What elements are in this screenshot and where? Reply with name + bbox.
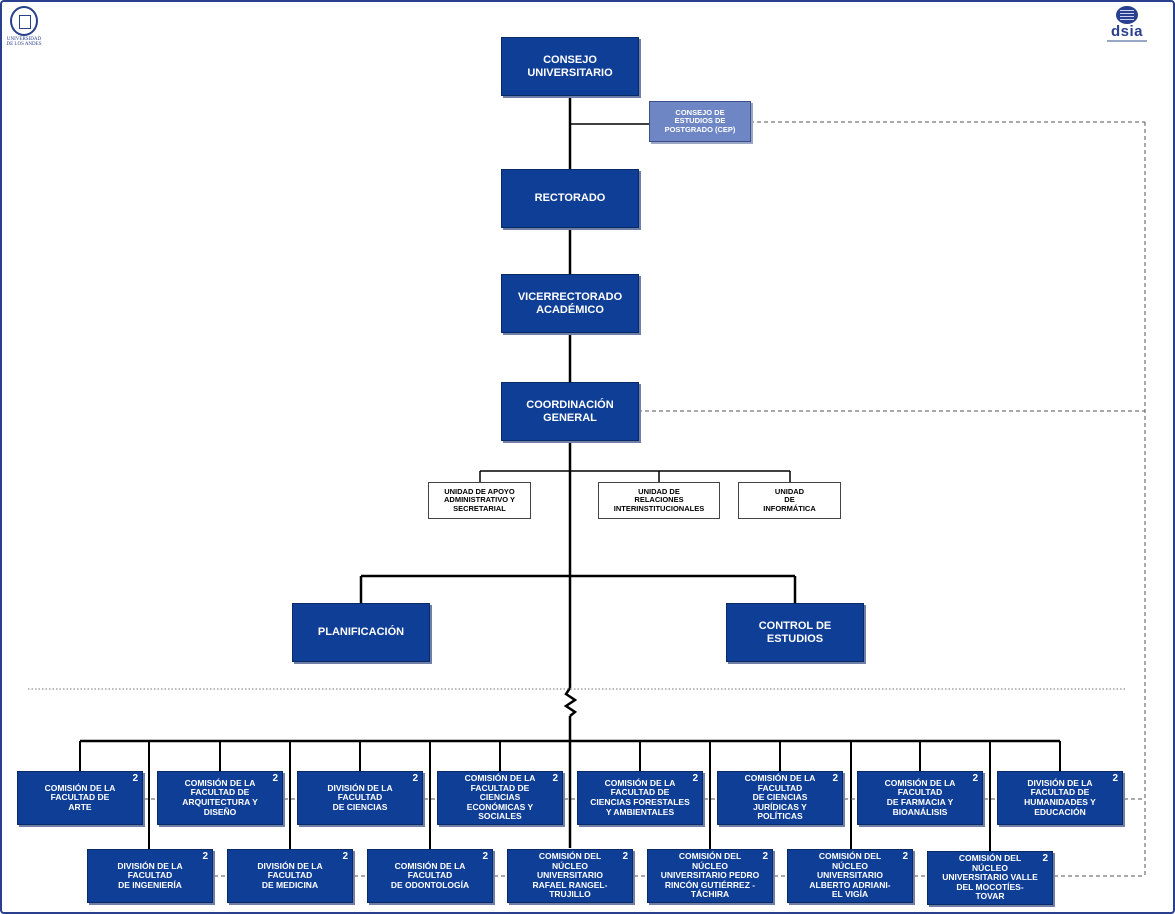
count-badge: 2	[342, 851, 348, 862]
count-badge: 2	[902, 851, 908, 862]
box-label: COMISIÓN DEL NÚCLEO UNIVERSITARIO RAFAEL…	[532, 851, 608, 900]
count-badge: 2	[272, 773, 278, 784]
count-badge: 2	[412, 773, 418, 784]
dsia-logo: dsia	[1103, 6, 1151, 46]
row1-box-forestales: COMISIÓN DE LA FACULTAD DE CIENCIAS FORE…	[577, 771, 703, 825]
box-label: COMISIÓN DE LA FACULTAD DE ARQUITECTURA …	[182, 777, 258, 817]
dsia-underline	[1107, 40, 1147, 42]
ula-logo-text: UNIVERSIDAD DE LOS ANDES	[6, 37, 42, 47]
row2-box-trujillo: COMISIÓN DEL NÚCLEO UNIVERSITARIO RAFAEL…	[507, 849, 633, 903]
count-badge: 2	[202, 851, 208, 862]
count-badge: 2	[972, 773, 978, 784]
count-badge: 2	[762, 851, 768, 862]
row1-box-arquitectura: COMISIÓN DE LA FACULTAD DE ARQUITECTURA …	[157, 771, 283, 825]
unidad-relaciones-box: UNIDAD DE RELACIONES INTERINSTITUCIONALE…	[598, 482, 720, 519]
ula-seal-icon	[10, 6, 38, 36]
planificacion-box: PLANIFICACIÓN	[292, 603, 430, 662]
box-label: COMISIÓN DE LA FACULTAD DE ODONTOLOGÍA	[390, 860, 470, 890]
row2-box-odontologia: COMISIÓN DE LA FACULTAD DE ODONTOLOGÍA 2	[367, 849, 493, 903]
box-label: DIVISIÓN DE LA FACULTAD DE CIENCIAS	[327, 782, 393, 812]
row1-box-humanidades: DIVISIÓN DE LA FACULTAD DE HUMANIDADES Y…	[997, 771, 1123, 825]
unidad-apoyo-box: UNIDAD DE APOYO ADMINISTRATIVO Y SECRETA…	[428, 482, 531, 519]
box-label: COMISIÓN DE LA FACULTAD DE CIENCIAS FORE…	[590, 777, 690, 817]
ula-logo: UNIVERSIDAD DE LOS ANDES	[6, 6, 42, 50]
count-badge: 2	[1042, 853, 1048, 864]
row1-box-ciencias: DIVISIÓN DE LA FACULTAD DE CIENCIAS 2	[297, 771, 423, 825]
box-label: COMISIÓN DE LA FACULTAD DE CIENCIAS ECON…	[464, 773, 536, 822]
box-label: COMISIÓN DE LA FACULTAD DE FARMACIA Y BI…	[884, 777, 956, 817]
box-label: COMISIÓN DE LA FACULTAD DE CIENCIAS JURÍ…	[744, 773, 816, 822]
box-label: COMISIÓN DEL NÚCLEO UNIVERSITARIO PEDRO …	[660, 851, 760, 900]
box-label: COMISIÓN DE LA FACULTAD DE ARTE	[44, 782, 116, 812]
vicerrectorado-box: VICERRECTORADO ACADÉMICO	[501, 274, 639, 333]
box-label: DIVISIÓN DE LA FACULTAD DE HUMANIDADES Y…	[1024, 777, 1096, 817]
count-badge: 2	[552, 773, 558, 784]
count-badge: 2	[832, 773, 838, 784]
box-label: DIVISIÓN DE LA FACULTAD DE MEDICINA	[257, 860, 323, 890]
consejo-universitario-box: CONSEJO UNIVERSITARIO	[501, 37, 639, 96]
unidad-informatica-box: UNIDAD DE INFORMÁTICA	[738, 482, 841, 519]
dsia-logo-text: dsia	[1110, 23, 1143, 40]
row2-box-ingenieria: DIVISIÓN DE LA FACULTAD DE INGENIERÍA 2	[87, 849, 213, 903]
row2-box-tovar: COMISIÓN DEL NÚCLEO UNIVERSITARIO VALLE …	[927, 851, 1053, 905]
box-label: COMISIÓN DEL NÚCLEO UNIVERSITARIO VALLE …	[942, 853, 1038, 902]
count-badge: 2	[482, 851, 488, 862]
box-label: COMISIÓN DEL NÚCLEO UNIVERSITARIO ALBERT…	[809, 851, 891, 900]
coordinacion-general-box: COORDINACIÓN GENERAL	[501, 382, 639, 441]
spine-break	[563, 687, 578, 717]
count-badge: 2	[622, 851, 628, 862]
count-badge: 2	[692, 773, 698, 784]
row2-box-tachira: COMISIÓN DEL NÚCLEO UNIVERSITARIO PEDRO …	[647, 849, 773, 903]
row2-box-el-vigia: COMISIÓN DEL NÚCLEO UNIVERSITARIO ALBERT…	[787, 849, 913, 903]
rectorado-box: RECTORADO	[501, 169, 639, 228]
row1-box-juridicas: COMISIÓN DE LA FACULTAD DE CIENCIAS JURÍ…	[717, 771, 843, 825]
row2-box-medicina: DIVISIÓN DE LA FACULTAD DE MEDICINA 2	[227, 849, 353, 903]
cep-box: CONSEJO DE ESTUDIOS DE POSTGRADO (CEP)	[649, 101, 751, 142]
count-badge: 2	[1112, 773, 1118, 784]
row1-box-arte: COMISIÓN DE LA FACULTAD DE ARTE 2	[17, 771, 143, 825]
dsia-globe-icon	[1116, 6, 1138, 24]
row1-box-farmacia: COMISIÓN DE LA FACULTAD DE FARMACIA Y BI…	[857, 771, 983, 825]
box-label: DIVISIÓN DE LA FACULTAD DE INGENIERÍA	[117, 860, 183, 890]
row1-box-economicas: COMISIÓN DE LA FACULTAD DE CIENCIAS ECON…	[437, 771, 563, 825]
control-estudios-box: CONTROL DE ESTUDIOS	[726, 603, 864, 662]
count-badge: 2	[132, 773, 138, 784]
